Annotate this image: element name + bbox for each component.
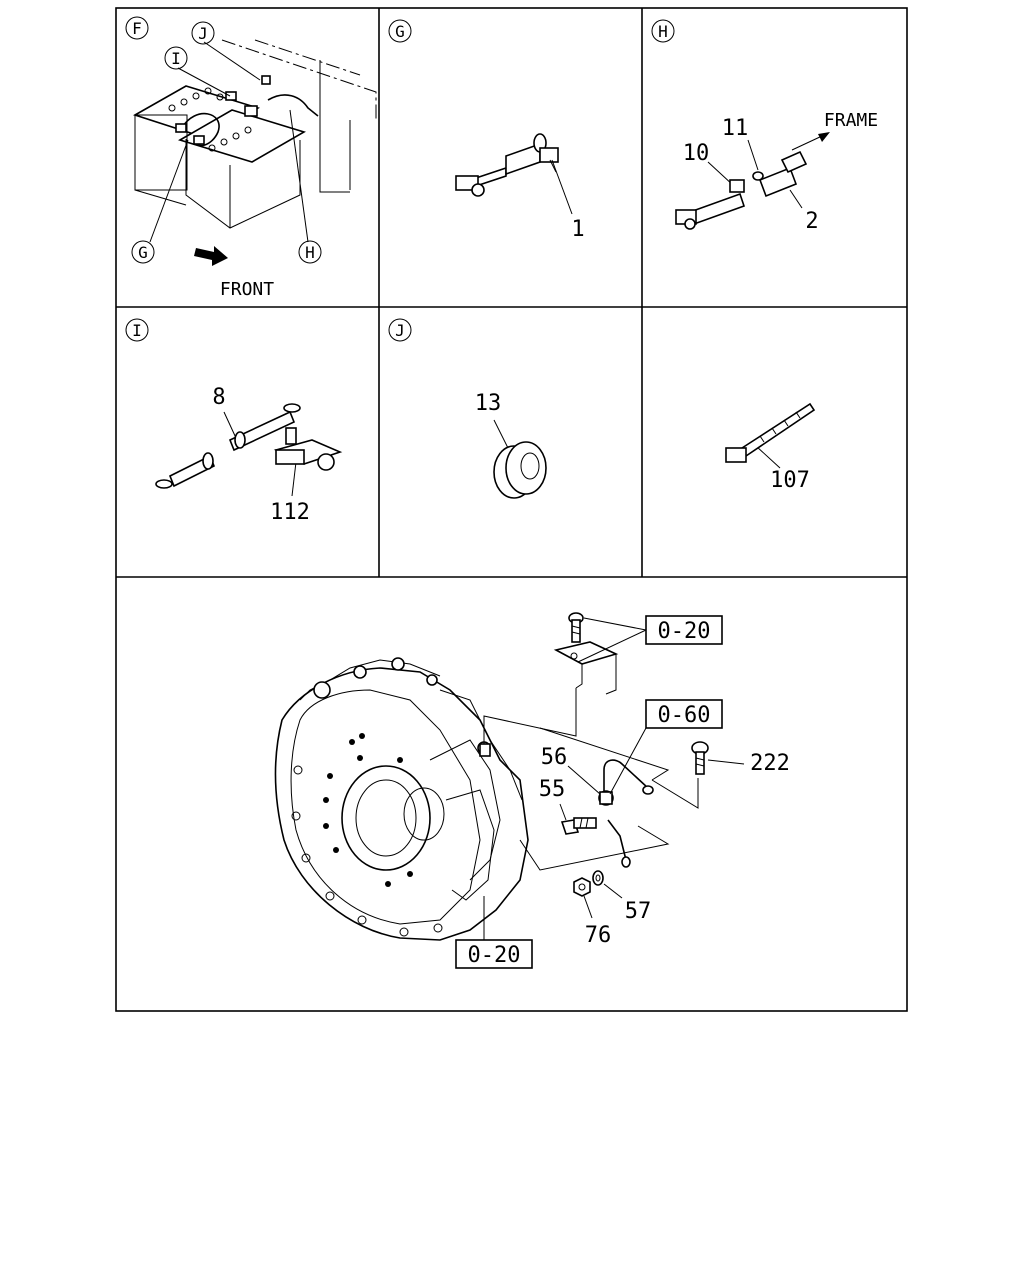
svg-text:G: G: [395, 22, 405, 41]
svg-text:I: I: [132, 321, 142, 340]
svg-text:I: I: [171, 49, 181, 68]
battery: [133, 85, 306, 229]
svg-text:J: J: [395, 321, 405, 340]
callout-h: H: [298, 240, 322, 264]
panel-i-letter: I: [125, 318, 149, 342]
part-label-2: 2: [805, 209, 818, 234]
frame-label: FRAME: [824, 110, 878, 131]
svg-text:H: H: [305, 243, 315, 262]
bolt-55-icon: [560, 817, 597, 835]
ground-cable: [675, 150, 808, 230]
ground-bracket: [553, 641, 619, 695]
svg-text:H: H: [658, 22, 668, 41]
panel-i: I 8 112: [125, 318, 343, 525]
panel-g-letter: G: [388, 19, 412, 43]
panel-j-letter: J: [388, 318, 412, 342]
frame-arrow-icon: [791, 132, 830, 151]
part-label-13: 13: [475, 391, 502, 416]
ground-cable-main: [598, 759, 654, 868]
washer-57-icon: [592, 870, 604, 886]
svg-text:J: J: [198, 24, 208, 43]
svg-text:0-20: 0-20: [468, 943, 521, 968]
svg-text:0-60: 0-60: [658, 703, 711, 728]
part-label-222: 222: [750, 751, 790, 776]
bolt-top-icon: [568, 612, 584, 643]
panel-f: F: [125, 16, 377, 300]
part-label-55: 55: [539, 777, 566, 802]
part-label-56: 56: [541, 745, 568, 770]
bolt-222-icon: [691, 741, 709, 775]
panel-main: 56 55 222 57 76 0-20 0-60 0-20: [274, 612, 790, 969]
callout-i: I: [164, 46, 188, 70]
nut-76-icon: [573, 877, 591, 897]
svg-text:F: F: [132, 19, 142, 38]
reference-box-top: 0-20: [645, 615, 723, 645]
part-label-112: 112: [270, 500, 310, 525]
panel-grid: [115, 7, 908, 1012]
callout-g: G: [131, 240, 155, 264]
reference-box-bottom: 0-20: [455, 939, 533, 969]
cable-tie: [725, 402, 816, 463]
part-label-10: 10: [683, 141, 710, 166]
svg-text:G: G: [138, 243, 148, 262]
grommet: [493, 441, 547, 499]
panel-g: G 1: [388, 19, 585, 242]
part-label-8: 8: [212, 385, 225, 410]
front-arrow-icon: [194, 246, 228, 266]
part-label-57: 57: [625, 899, 652, 924]
part-label-76: 76: [585, 923, 612, 948]
callout-j: J: [191, 21, 215, 45]
battery-cable-with-terminal: [155, 403, 343, 489]
part-label-107: 107: [770, 468, 810, 493]
panel-j: J 13: [388, 318, 547, 499]
battery-cable: [455, 133, 559, 197]
panel-f-letter: F: [125, 16, 149, 40]
panel-tie: 107: [725, 402, 816, 493]
front-label: FRONT: [220, 279, 274, 300]
svg-text:0-20: 0-20: [658, 619, 711, 644]
reference-box-middle: 0-60: [645, 699, 723, 729]
part-label-1: 1: [571, 217, 584, 242]
part-label-11: 11: [722, 116, 749, 141]
clutch-housing: [274, 657, 529, 941]
panel-h-letter: H: [651, 19, 675, 43]
panel-h: H 11 10 2 FRAME: [651, 19, 878, 234]
